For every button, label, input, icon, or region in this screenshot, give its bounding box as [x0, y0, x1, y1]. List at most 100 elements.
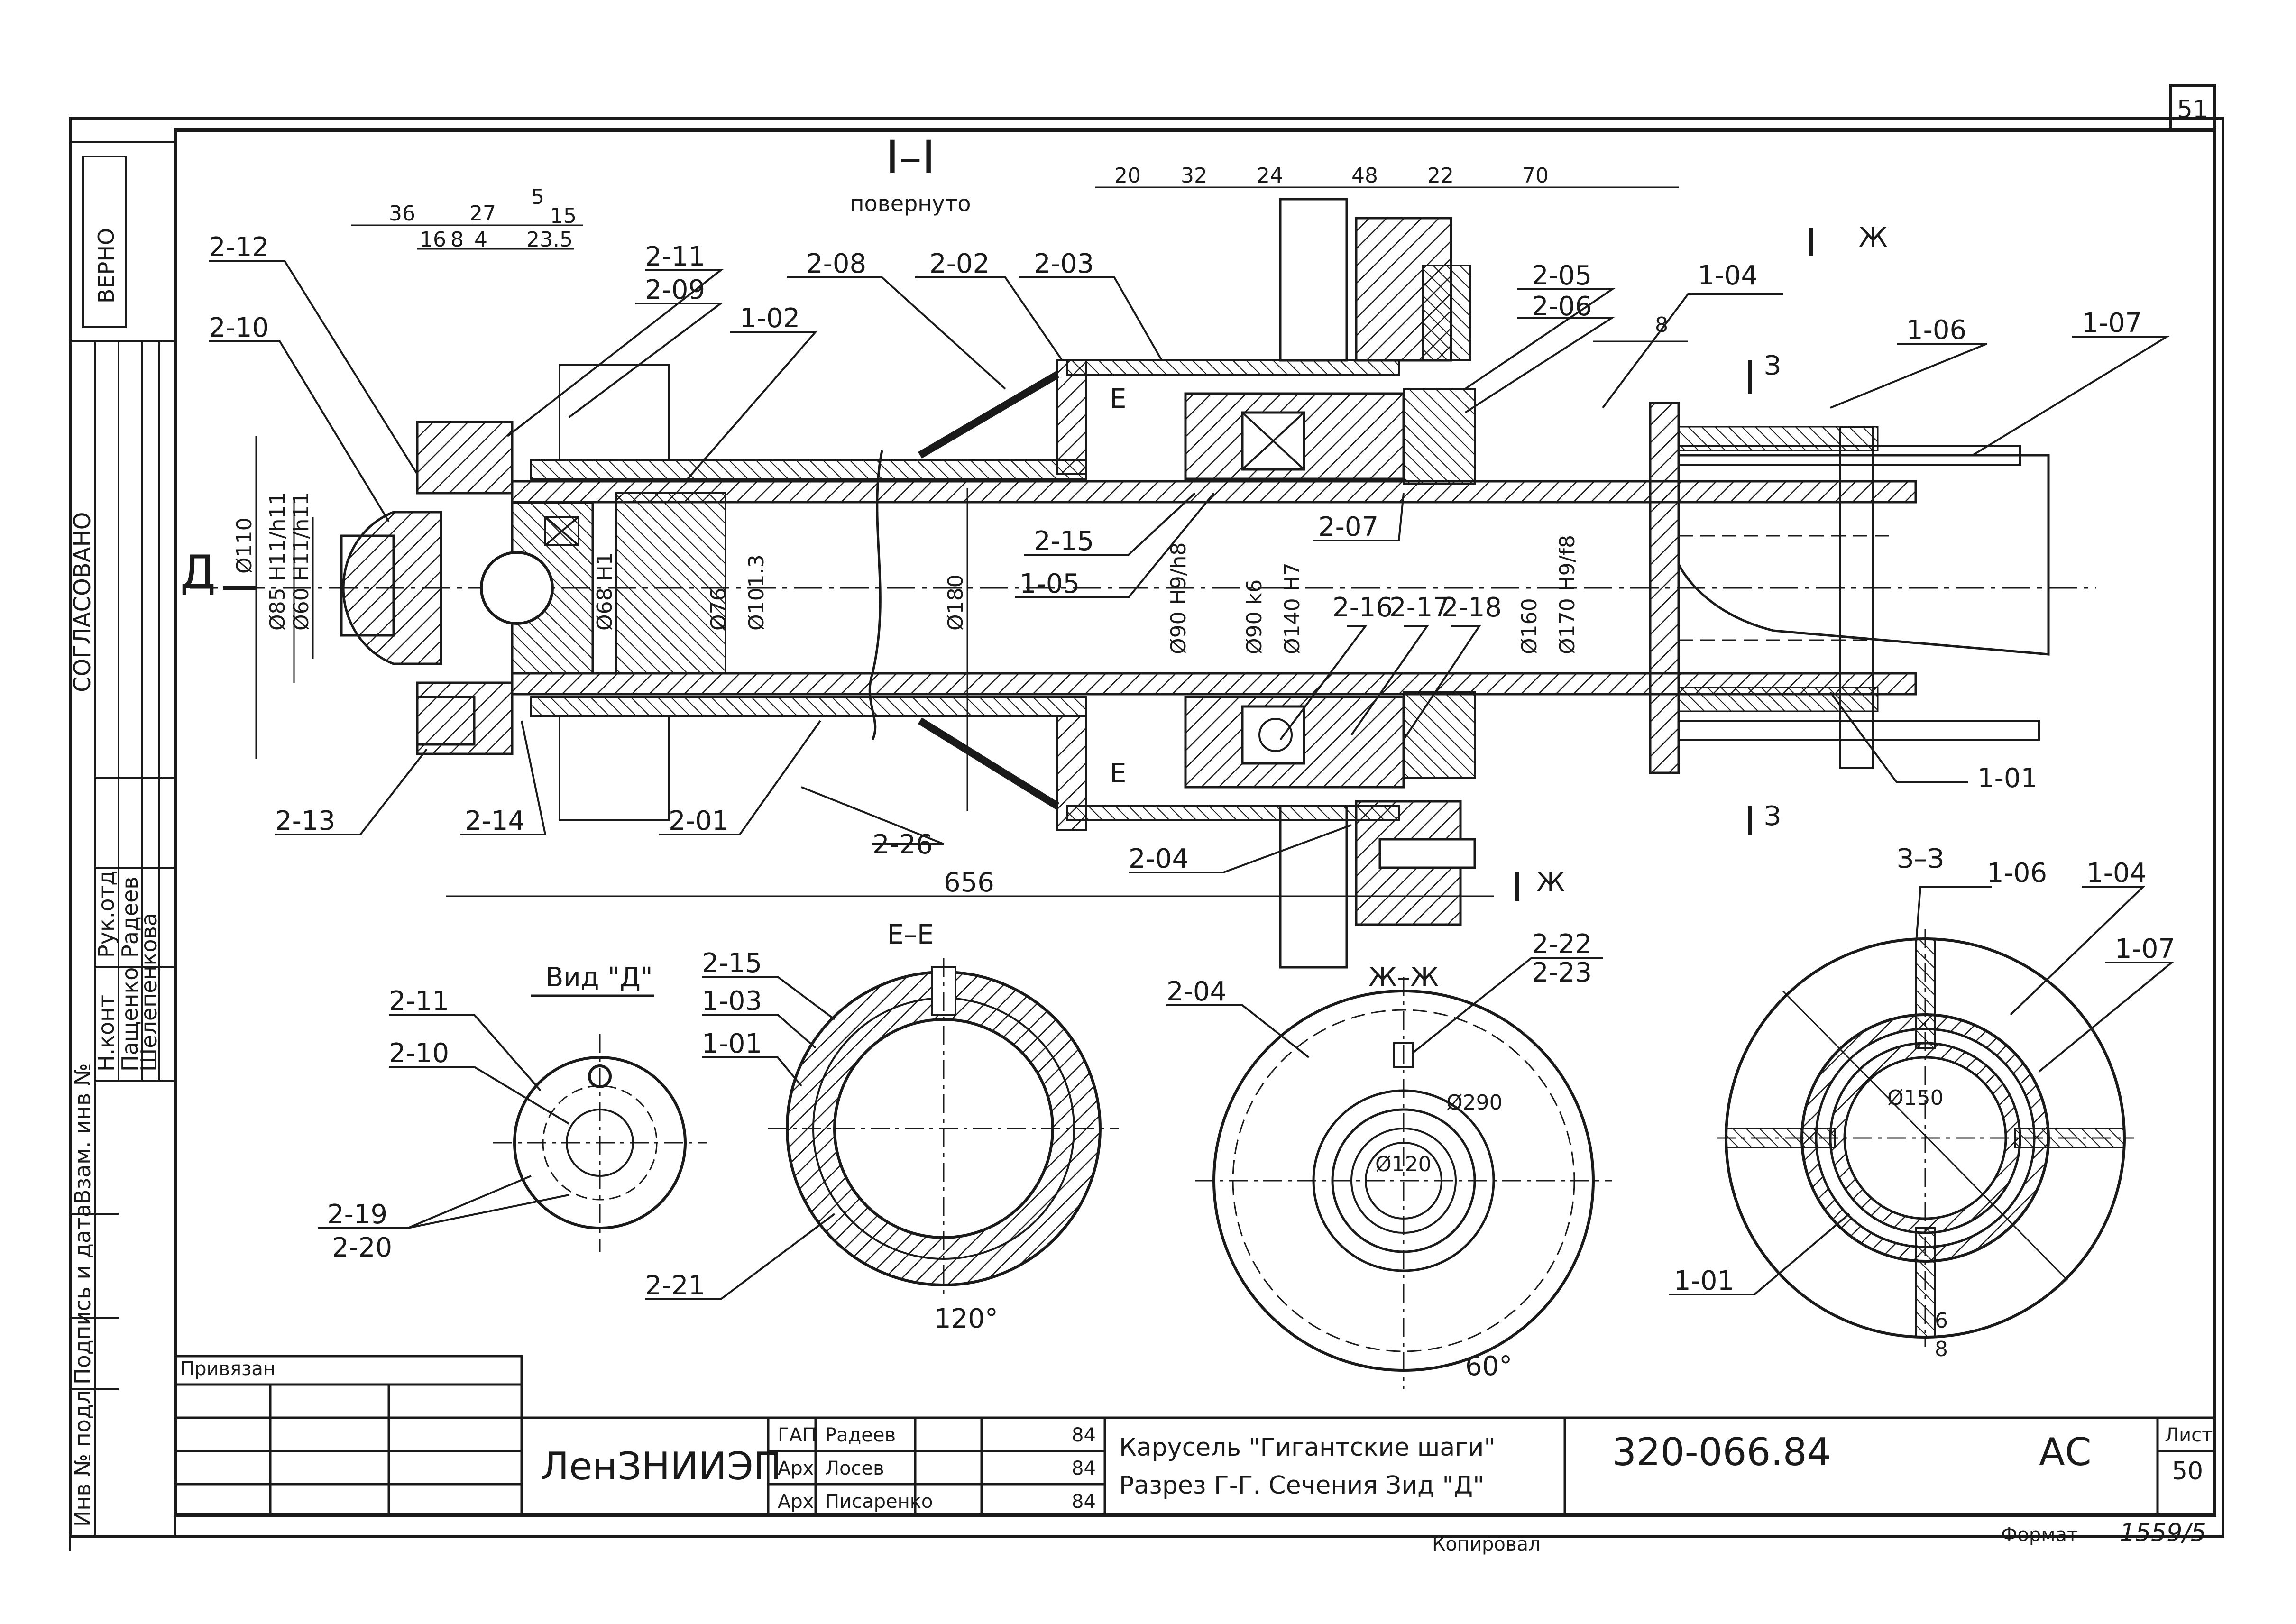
dim-48: 48 — [1351, 164, 1378, 188]
mark-zh-top: Ж — [1859, 222, 1887, 253]
dim-4: 4 — [474, 228, 487, 252]
section-zh: Ж–Ж Ø290 Ø120 60° 2-04 2-22 2-23 — [1166, 929, 1612, 1389]
date-1: 84 — [1072, 1424, 1096, 1446]
section-z-callout-1-06: 1-06 — [1987, 858, 2047, 889]
section-e-callout-2-21: 2-21 — [645, 1270, 705, 1301]
section-z-title: З–З — [1897, 844, 1944, 874]
dim-70: 70 — [1522, 164, 1549, 188]
stamp-vern: ВЕРНО — [93, 228, 119, 303]
staff-name-3: Шелепенкова — [136, 913, 162, 1072]
section-e-title: Е–Е — [887, 919, 934, 950]
dim-d76: Ø76 — [707, 587, 731, 631]
vzam-inv-label: Взам. инв № — [70, 1063, 95, 1204]
dim-24: 24 — [1257, 164, 1283, 188]
date-3: 84 — [1072, 1491, 1096, 1513]
section-zh-callout-2-22: 2-22 — [1532, 929, 1592, 960]
dim-23-5: 23.5 — [526, 228, 573, 252]
section-zh-angle: 60° — [1465, 1351, 1512, 1382]
dim-32: 32 — [1181, 164, 1207, 188]
sheet-number-box: 51 — [2169, 84, 2216, 132]
callout-1-07: 1-07 — [2082, 308, 2142, 339]
left-strip — [69, 141, 176, 1537]
dim-8-small: 8 — [1655, 313, 1668, 337]
callout-2-26: 2-26 — [872, 829, 933, 860]
callout-2-10: 2-10 — [209, 312, 269, 343]
agreed-label: СОГЛАСОВАНО — [69, 512, 96, 692]
inv-podl-label: Инв № подл — [70, 1390, 95, 1527]
drawing-title-line2: Разрез Г-Г. Сечения Зид "Д" — [1119, 1471, 1484, 1500]
mark-z-top: З — [1764, 350, 1781, 381]
doc-code: 320-066.84 — [1612, 1430, 1831, 1474]
dim-d140: Ø140 H7 — [1280, 562, 1304, 654]
name-3: Писаренко — [825, 1491, 933, 1513]
footer-kopiroval: Копировал — [1432, 1533, 1541, 1555]
dim-16: 16 — [420, 228, 446, 252]
org-name: ЛенЗНИИЭП — [541, 1444, 782, 1488]
callout-1-05: 1-05 — [1019, 569, 1080, 599]
staff-name-2: Пащенко — [117, 967, 143, 1072]
view-d-callout-2-10: 2-10 — [389, 1038, 449, 1069]
section-subtitle: повернуто — [850, 191, 971, 216]
section-zh-callout-2-04: 2-04 — [1166, 976, 1227, 1007]
dim-5: 5 — [531, 185, 544, 209]
dim-22: 22 — [1427, 164, 1454, 188]
staff-role-2: Н.конт — [93, 995, 119, 1072]
dim-d85: Ø85 H11/h11 — [266, 492, 290, 631]
section-zh-d290: Ø290 — [1446, 1091, 1503, 1115]
callout-2-18: 2-18 — [1442, 592, 1502, 623]
stage: АС — [2039, 1430, 2092, 1474]
sheet-number: 51 — [2177, 95, 2208, 124]
callout-2-02: 2-02 — [929, 248, 990, 279]
mark-e-top: Е — [1110, 384, 1126, 414]
callout-1-04: 1-04 — [1698, 260, 1758, 291]
name-2: Лосев — [825, 1458, 884, 1479]
role-3: Арх — [778, 1491, 814, 1513]
dim-d90a: Ø90 H9/h8 — [1166, 542, 1191, 654]
callout-2-03: 2-03 — [1034, 248, 1094, 279]
view-d-callout-2-11: 2-11 — [389, 986, 449, 1017]
mark-z-bottom: З — [1764, 801, 1781, 832]
callout-2-14: 2-14 — [465, 806, 525, 836]
section-z-callout-1-04: 1-04 — [2086, 858, 2147, 889]
staff-role-1: Рук.отд — [93, 871, 119, 958]
callout-2-08: 2-08 — [806, 248, 866, 279]
section-e: Е–Е 120° 2-15 1-03 1-01 2-21 — [645, 919, 1119, 1334]
staff-name-1: Радеев — [117, 877, 143, 958]
mark-e-bottom: Е — [1110, 758, 1126, 789]
dim-d170: Ø170 H9/f8 — [1555, 535, 1580, 654]
mark-d: Д — [180, 546, 216, 599]
dim-d110: Ø110 — [232, 517, 257, 574]
title-block — [174, 1355, 2216, 1516]
section-z: З–З Ø150 6 8 1-06 1-04 1-07 1-01 — [1669, 844, 2175, 1361]
dim-27: 27 — [469, 202, 496, 226]
section-z-dim-6: 6 — [1935, 1309, 1948, 1333]
view-d: Вид "Д" 2-11 2-10 2-19 2-20 — [318, 962, 707, 1263]
callout-2-13: 2-13 — [275, 806, 335, 836]
section-z-dim-8: 8 — [1935, 1337, 1948, 1361]
callout-2-04: 2-04 — [1129, 844, 1189, 874]
callout-2-11: 2-11 — [645, 241, 705, 272]
dim-d68: Ø68 H1 — [593, 552, 617, 631]
privyazan-label: Привязан — [180, 1358, 276, 1380]
dim-20: 20 — [1114, 164, 1141, 188]
callout-1-02: 1-02 — [740, 303, 800, 334]
section-title: I–I — [886, 131, 936, 184]
callout-2-16: 2-16 — [1332, 592, 1393, 623]
callout-2-01: 2-01 — [669, 806, 729, 836]
section-z-d150: Ø150 — [1887, 1086, 1944, 1110]
dim-36: 36 — [389, 202, 415, 226]
drawing-title-line1: Карусель "Гигантские шаги" — [1119, 1433, 1495, 1462]
main-section-view: I–I повернуто — [180, 131, 2171, 969]
dim-d160: Ø160 — [1517, 598, 1542, 654]
section-zh-d120: Ø120 — [1375, 1152, 1432, 1176]
role-2: Арх — [778, 1458, 814, 1479]
section-z-callout-1-07: 1-07 — [2115, 934, 2175, 964]
dim-8: 8 — [450, 228, 464, 252]
callout-2-07: 2-07 — [1318, 512, 1378, 542]
page-cell: 50 — [2172, 1457, 2203, 1486]
callout-2-09: 2-09 — [645, 275, 705, 305]
section-e-callout-1-01: 1-01 — [702, 1028, 762, 1059]
section-e-callout-2-15: 2-15 — [702, 948, 762, 979]
dim-d60: Ø60 H11/h11 — [289, 492, 313, 631]
callout-2-17: 2-17 — [1389, 592, 1450, 623]
